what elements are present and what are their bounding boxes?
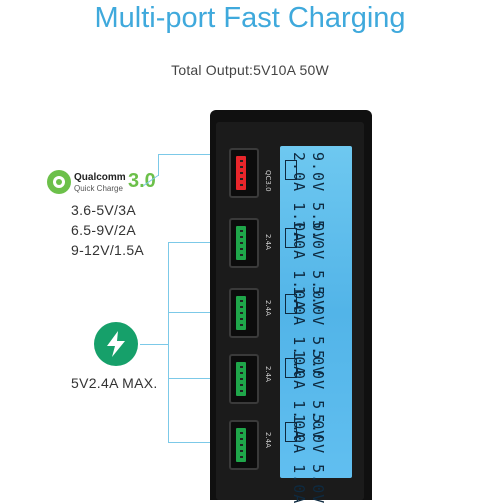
qc-spec-1: 3.6-5V/3A [71, 202, 136, 218]
page-title: Multi-port Fast Charging [94, 2, 406, 34]
port-pins [240, 160, 243, 186]
lightning-bolt-icon [94, 322, 138, 366]
qc-connector-line [158, 154, 159, 176]
port-pins [240, 432, 243, 458]
battery-icon [285, 422, 297, 442]
port-pins [240, 366, 243, 392]
qualcomm-version: 3.0 [128, 170, 156, 192]
usb-port-5[interactable] [229, 420, 259, 470]
battery-icon [285, 358, 297, 378]
usb-port-2[interactable] [229, 218, 259, 268]
port-pins [240, 300, 243, 326]
port-label-3: 2.4A [264, 300, 272, 316]
standard-bracket-line [168, 242, 169, 442]
standard-port-spec: 5V2.4A MAX. [71, 375, 158, 391]
standard-bracket-line [168, 242, 220, 243]
lcd-voltage-5: 5.0V 5.0V [309, 414, 327, 504]
qualcomm-subtitle: Quick Charge [74, 184, 123, 193]
standard-bracket-line [140, 344, 168, 345]
port-label-5: 2.4A [264, 432, 272, 448]
standard-bracket-line [168, 378, 220, 379]
total-output-text: Total Output:5V10A 50W [171, 62, 329, 78]
standard-bracket-line [168, 312, 220, 313]
port-label-2: 2.4A [264, 234, 272, 250]
port-label-4: 2.4A [264, 366, 272, 382]
qc-spec-3: 9-12V/1.5A [71, 242, 145, 258]
port-label-qc: QC3.0 [264, 170, 272, 192]
port-pins [240, 230, 243, 256]
qualcomm-brand: Qualcomm [74, 172, 126, 183]
qc-connector-line [158, 154, 222, 155]
standard-bracket-line [168, 442, 220, 443]
usb-port-qc[interactable] [229, 148, 259, 198]
usb-port-4[interactable] [229, 354, 259, 404]
qualcomm-logo-icon [47, 170, 71, 194]
battery-icon [285, 228, 297, 248]
usb-port-3[interactable] [229, 288, 259, 338]
battery-icon [285, 294, 297, 314]
qc-spec-2: 6.5-9V/2A [71, 222, 136, 238]
battery-icon [285, 160, 297, 180]
